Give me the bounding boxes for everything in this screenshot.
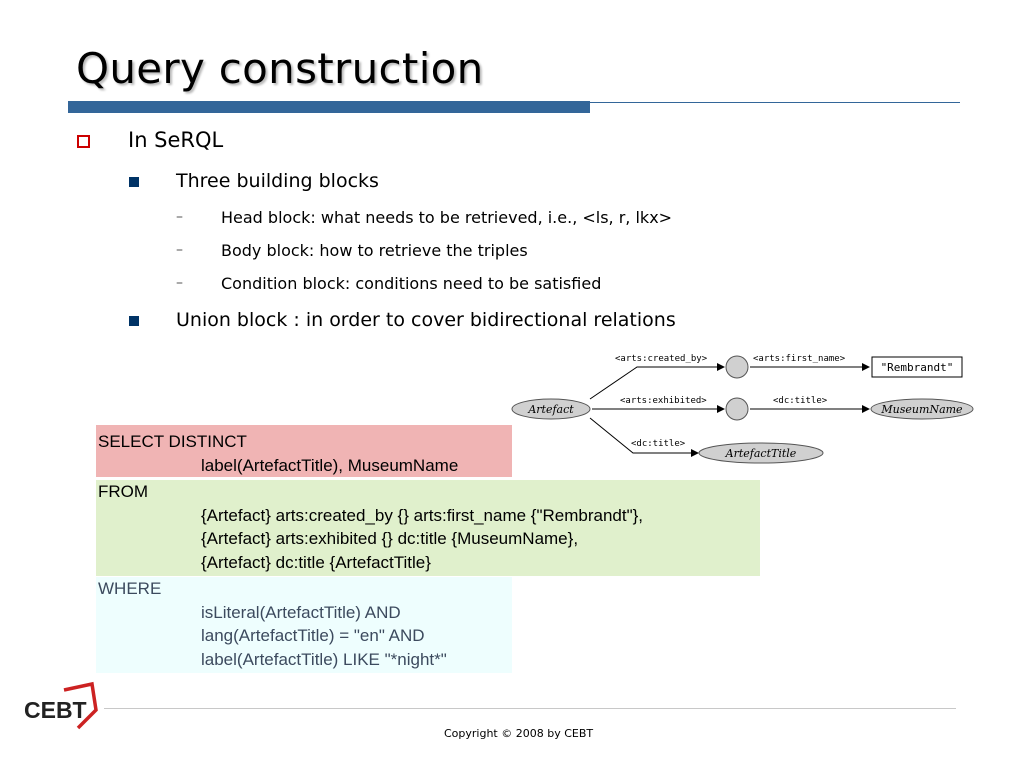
dash-bullet-icon: – [176, 242, 183, 258]
bullet-condition-block: Condition block: conditions need to be s… [221, 274, 602, 293]
node-museum-name [870, 398, 974, 420]
query-graph-diagram: Artefact "Rembrandt" MuseumName Artefact… [511, 354, 974, 464]
node-rembrandt-label: "Rembrandt" [881, 361, 954, 374]
bullet-body-block: Body block: how to retrieve the triples [221, 241, 528, 260]
bullet-union-block: Union block : in order to cover bidirect… [176, 309, 676, 331]
blank-node-2 [725, 397, 749, 421]
edge-label-first-name: <arts:first_name> [753, 354, 846, 364]
node-artefact-title-label: ArtefactTitle [725, 447, 797, 460]
bullet-in-serql: In SeRQL [128, 128, 224, 152]
node-museum-name-label: MuseumName [880, 403, 963, 416]
title-underline-bar [68, 101, 590, 113]
edge-label-dc-title-2: <dc:title> [631, 439, 686, 449]
where-line: isLiteral(ArtefactTitle) AND [201, 602, 401, 622]
from-line: {Artefact} arts:created_by {} arts:first… [201, 505, 644, 525]
edge-created-by [589, 363, 725, 400]
hollow-square-bullet-icon [77, 135, 90, 148]
where-line: lang(ArtefactTitle) = "en" AND [201, 626, 425, 645]
square-bullet-icon [129, 316, 139, 326]
node-artefact-title [698, 442, 824, 464]
node-rembrandt [871, 356, 963, 378]
dash-bullet-icon: – [176, 275, 183, 291]
bullet-head-block: Head block: what needs to be retrieved, … [221, 208, 673, 227]
where-line: label(ArtefactTitle) LIKE "*night*" [201, 649, 447, 669]
from-block: FROM {Artefact} arts:created_by {} arts:f… [96, 480, 760, 576]
from-keyword: FROM [98, 482, 149, 501]
copyright-text: Copyright © 2008 by CEBT [444, 727, 594, 740]
from-line: {Artefact} dc:title {ArtefactTitle} [201, 552, 431, 572]
square-bullet-icon [129, 177, 139, 187]
select-block: SELECT DISTINCT label(ArtefactTitle), Mus… [96, 425, 512, 477]
from-line: {Artefact} arts:exhibited {} dc:title {M… [201, 529, 579, 548]
edge-label-created-by: <arts:created_by> [615, 354, 708, 364]
select-keyword: SELECT DISTINCT [98, 432, 247, 451]
footer-divider [104, 708, 956, 709]
cebt-logo: CEBT [24, 681, 98, 730]
blank-node-1 [725, 355, 749, 379]
node-artefact [511, 398, 591, 420]
select-line: label(ArtefactTitle), MuseumName [201, 455, 459, 475]
bullet-three-building-blocks: Three building blocks [176, 170, 379, 192]
edge-label-exhibited: <arts:exhibited> [620, 396, 707, 406]
slide-title: Query construction [76, 44, 484, 93]
node-artefact-label: Artefact [527, 403, 574, 416]
logo-text: CEBT [24, 697, 87, 723]
title-underline-line [590, 102, 960, 103]
where-keyword: WHERE [98, 579, 162, 598]
where-block: WHERE isLiteral(ArtefactTitle) AND lang(Ar… [96, 577, 512, 673]
edge-label-dc-title-1: <dc:title> [773, 396, 828, 406]
edge-dc-title-2 [589, 417, 699, 457]
dash-bullet-icon: – [176, 209, 183, 225]
